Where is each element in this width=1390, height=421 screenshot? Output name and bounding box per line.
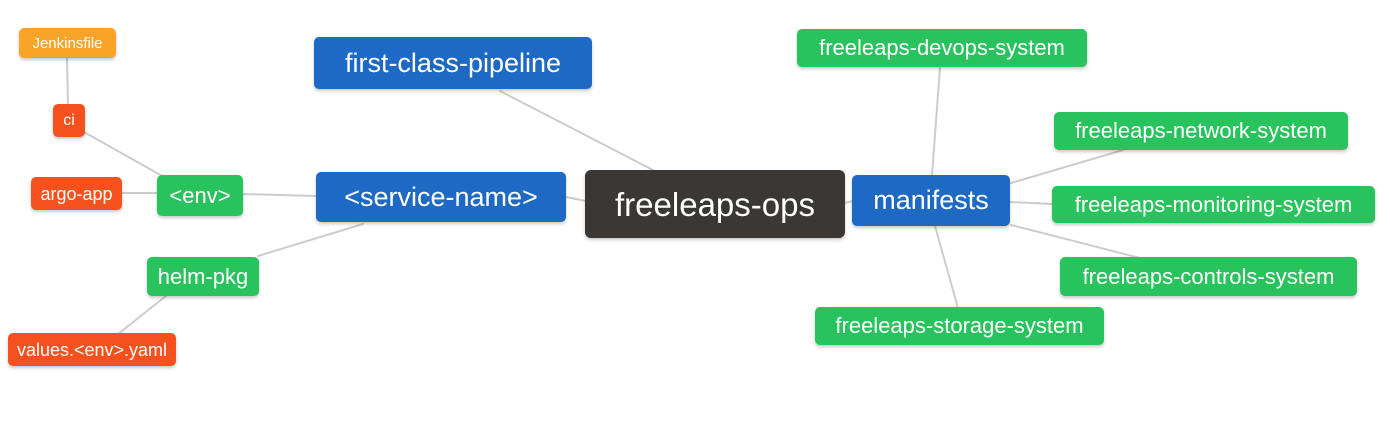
node-freeleaps-controls-system[interactable]: freeleaps-controls-system [1060, 257, 1357, 296]
edge-service-name-ops [565, 196, 587, 202]
node-manifests[interactable]: manifests [852, 175, 1010, 226]
edge-manifests-devops [931, 67, 941, 176]
edge-jenkinsfile-ci [66, 57, 69, 107]
edge-ci-env [83, 131, 165, 178]
edge-manifests-storage [934, 225, 959, 309]
node-helm-pkg[interactable]: helm-pkg [147, 257, 259, 296]
edge-helm-pkg-service-name [257, 223, 364, 257]
edge-manifests-network [1010, 149, 1124, 184]
node-freeleaps-ops[interactable]: freeleaps-ops [585, 170, 845, 238]
node-freeleaps-network-system[interactable]: freeleaps-network-system [1054, 112, 1348, 150]
node-ci[interactable]: ci [53, 104, 85, 137]
edge-first-class-pipeline-ops [499, 90, 654, 171]
node-freeleaps-monitoring-system[interactable]: freeleaps-monitoring-system [1052, 186, 1375, 223]
node-values-env-yaml[interactable]: values.<env>.yaml [8, 333, 176, 366]
node-argo-app[interactable]: argo-app [31, 177, 122, 210]
edge-ops-manifests [843, 200, 854, 204]
edge-helm-pkg-values [117, 295, 167, 335]
edge-env-service-name [242, 193, 317, 197]
node-service-name[interactable]: <service-name> [316, 172, 566, 222]
edge-manifests-monitoring [1009, 201, 1054, 205]
node-freeleaps-storage-system[interactable]: freeleaps-storage-system [815, 307, 1104, 345]
node-env[interactable]: <env> [157, 175, 243, 216]
node-freeleaps-devops-system[interactable]: freeleaps-devops-system [797, 29, 1087, 67]
node-first-class-pipeline[interactable]: first-class-pipeline [314, 37, 592, 89]
node-jenkinsfile[interactable]: Jenkinsfile [19, 28, 116, 58]
edge-manifests-controls [1010, 224, 1141, 259]
